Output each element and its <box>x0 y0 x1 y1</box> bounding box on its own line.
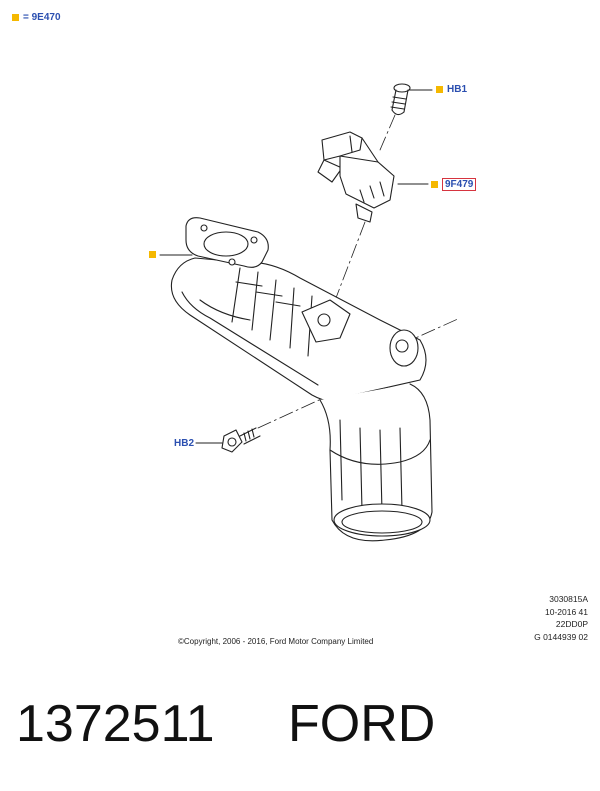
legend-text: = 9E470 <box>23 12 61 23</box>
callout-hb1: HB1 <box>436 84 467 95</box>
callout-hb1-label: HB1 <box>447 84 468 95</box>
legend-marker-icon <box>12 14 19 21</box>
callout-sensor[interactable]: 9F479 <box>431 178 477 191</box>
reference-line-1: 3030815A <box>549 594 588 604</box>
part-number: 1372511 <box>16 695 215 753</box>
centerline-hb2 <box>257 394 331 429</box>
callout-manifold <box>149 251 156 258</box>
map-sensor-icon <box>317 131 395 223</box>
copyright-text: ©Copyright, 2006 - 2016, Ford Motor Comp… <box>178 637 374 646</box>
hb1-bolt-icon <box>390 83 411 116</box>
callout-sensor-label[interactable]: 9F479 <box>442 178 477 191</box>
marker-icon <box>431 181 438 188</box>
legend: = 9E470 <box>12 12 61 23</box>
callout-hb2: HB2 <box>174 438 194 449</box>
reference-line-4: G 0144939 02 <box>534 631 588 642</box>
marker-icon <box>149 251 156 258</box>
exploded-parts-diagram <box>159 83 461 542</box>
hb2-bolt-icon <box>221 427 261 453</box>
centerline-bolt <box>379 114 396 151</box>
reference-line-2: 10-2016 41 <box>544 606 588 617</box>
reference-line-3: 22DD0P <box>555 619 588 629</box>
intake-manifold-icon <box>170 217 433 542</box>
callout-hb2-label: HB2 <box>174 438 195 449</box>
brand-name: FORD <box>288 695 436 753</box>
marker-icon <box>436 86 443 93</box>
reference-block: 3030815A 10-2016 41 22DD0P G 0144939 02 <box>534 593 588 643</box>
